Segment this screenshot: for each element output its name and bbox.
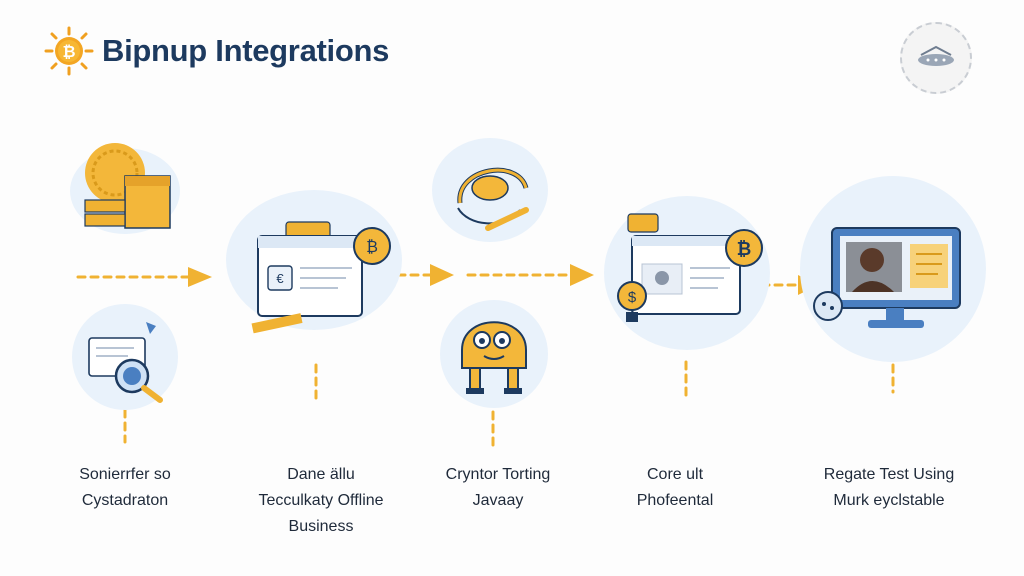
step-caption-line: Murk eyclstable [833, 492, 945, 509]
step-caption-line: Core ult [646, 466, 704, 483]
svg-text:₿: ₿ [737, 239, 752, 259]
step-caption-line: Cystadraton [81, 492, 169, 509]
svg-text:€: € [276, 271, 284, 286]
svg-text:₿: ₿ [366, 238, 378, 256]
step-caption-3: Cryntor Torting Javaay [413, 462, 583, 514]
airplane-badge-icon [900, 22, 972, 94]
header: ₿ Bipnup Integrations [44, 26, 389, 76]
step-caption-line: Javaay [472, 492, 524, 509]
step-caption-5: Regate Test Using Murk eyclstable [804, 462, 974, 514]
coin-boxes-icon [80, 138, 180, 233]
bitcoin-screen-icon: ₿ $ [612, 212, 772, 330]
step-caption-1: Sonierrfer so Cystadraton [40, 462, 210, 514]
bitcoin-sun-icon: ₿ [44, 26, 94, 76]
dashboard-window-icon: € ₿ [248, 218, 398, 338]
step-caption-line: Sonierrfer so [79, 466, 171, 483]
step-caption-line: Business [288, 518, 354, 535]
svg-text:₿: ₿ [62, 43, 75, 61]
step-caption-line: Dane ällu [287, 466, 355, 483]
mascot-character-icon [454, 308, 534, 398]
document-magnifier-icon [84, 318, 174, 403]
step-caption-2: Dane ällu Tecculkaty Offline Business [236, 462, 406, 540]
headset-icon [448, 148, 543, 243]
step-caption-line: Phofeental [636, 492, 714, 509]
monitor-video-icon [812, 222, 968, 334]
step-caption-line: Cryntor Torting [445, 466, 551, 483]
step-caption-4: Core ult Phofeental [590, 462, 760, 514]
page-title: Bipnup Integrations [102, 33, 390, 68]
step-caption-line: Tecculkaty Offline [258, 492, 384, 509]
svg-text:$: $ [628, 289, 637, 306]
step-caption-line: Regate Test Using [823, 466, 955, 483]
